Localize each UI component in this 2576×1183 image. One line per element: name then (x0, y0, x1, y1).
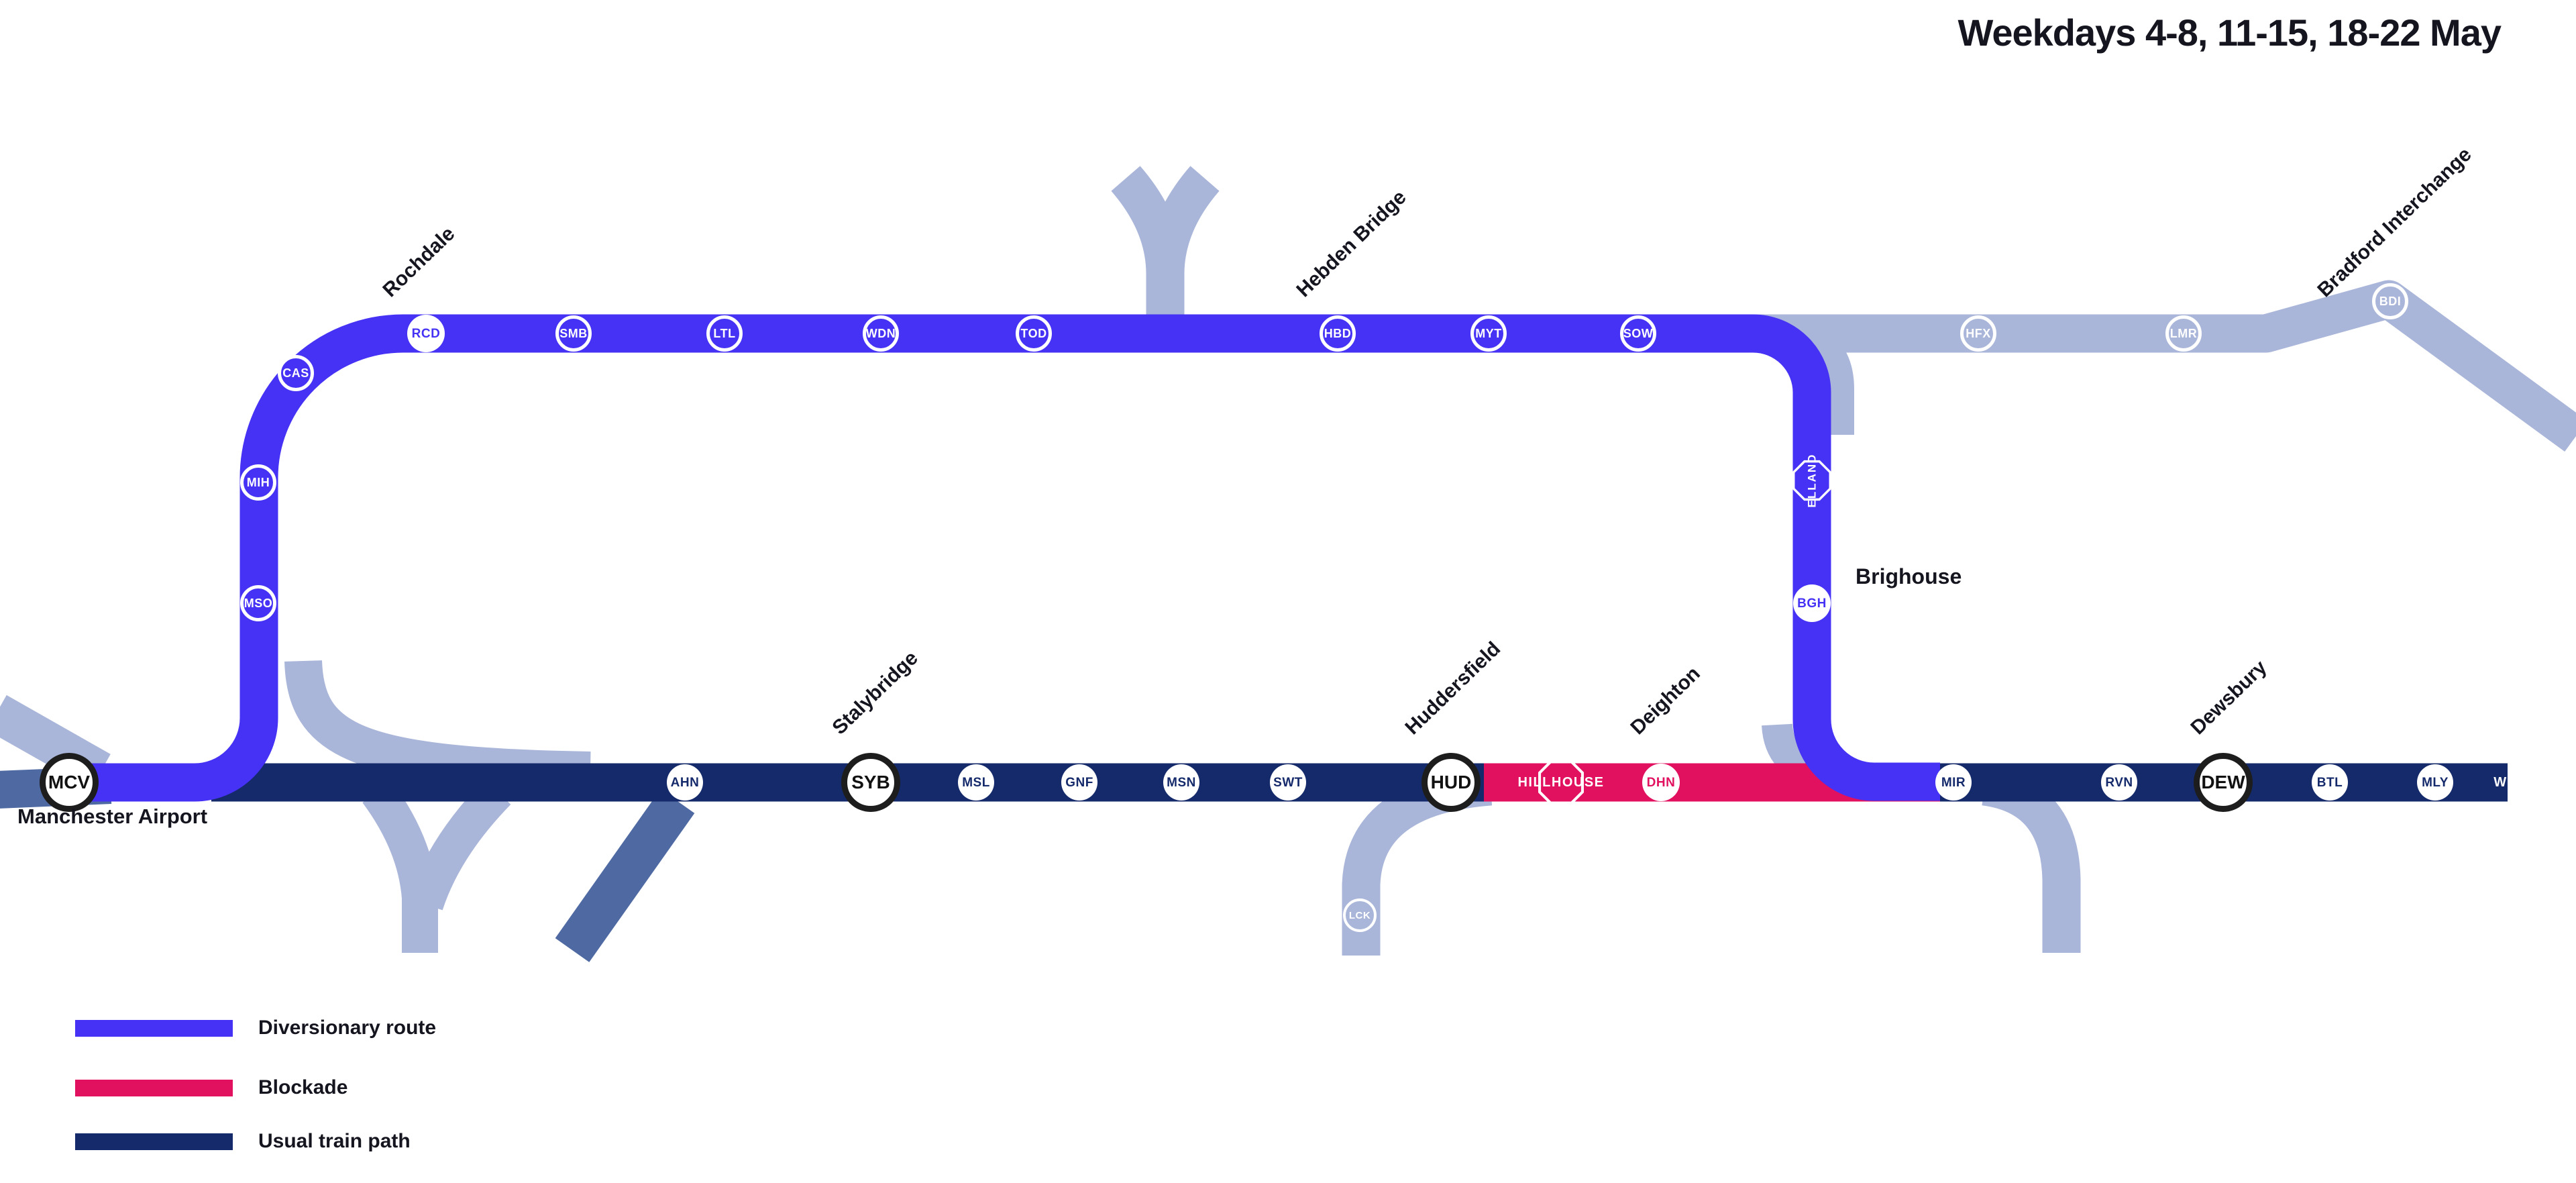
station-code: MIR (1941, 775, 1966, 790)
legend-label-diversionary: Diversionary route (258, 1017, 437, 1039)
station-lmr: LMR (2165, 315, 2202, 352)
station-code: TOD (1020, 327, 1047, 340)
station-code: MSO (244, 597, 273, 610)
legend-swatch-diversionary (75, 1019, 233, 1037)
station-code: MSL (962, 775, 990, 790)
station-code: SOW (1623, 327, 1654, 340)
steel-diagonal-line (555, 789, 695, 962)
station-code: DEW (2201, 772, 2245, 792)
station-code: SWT (1273, 775, 1303, 790)
station-code: BTL (2316, 775, 2343, 790)
station-code: MLY (2422, 775, 2449, 790)
station-code: HUD (1430, 772, 1472, 792)
legend-label-blockade: Blockade (258, 1076, 348, 1098)
station-code: SYB (851, 772, 890, 792)
page-title: Weekdays 4-8, 11-15, 18-22 May (1957, 11, 2502, 54)
station-sow: SOW (1620, 315, 1656, 352)
mirfield-branch (1981, 767, 2081, 953)
station-wdn: WDN (863, 315, 899, 352)
station-code: AHN (670, 775, 700, 790)
legend-label-usual: Usual train path (258, 1130, 411, 1152)
south-fork-right (408, 779, 511, 911)
station-btl: BTL (2312, 764, 2348, 801)
station-code: HFX (1966, 327, 1991, 340)
station-dew: DEW (2194, 753, 2253, 812)
legend-swatch-usual (75, 1133, 233, 1150)
station-code: BGH (1797, 596, 1827, 611)
station-hfx: HFX (1960, 315, 1996, 352)
station-code: HBD (1324, 327, 1352, 340)
legend-item-usual: Usual train path (75, 1130, 411, 1153)
station-swt: SWT (1270, 764, 1306, 801)
station-gnf: GNF (1061, 764, 1097, 801)
station-dhn: DHN (1642, 764, 1680, 801)
station-code: LMR (2169, 327, 2198, 340)
station-cas: CAS (278, 355, 314, 391)
legend-item-diversionary: Diversionary route (75, 1017, 436, 1039)
station-code: MCV (48, 772, 91, 792)
station-hud: HUD (1421, 753, 1481, 812)
station-code: SMB (559, 327, 588, 340)
station-code: MSN (1167, 775, 1196, 790)
station-rcd: RCD (407, 315, 445, 352)
lck-branch (1342, 767, 1493, 956)
station-code: DHN (1646, 775, 1676, 790)
station-code: RVN (2105, 775, 2133, 790)
octagon-outline (1538, 758, 1584, 807)
station-w: W (2493, 776, 2506, 789)
station-bdi: BDI (2372, 283, 2408, 319)
station-mso: MSO (240, 585, 276, 621)
north-branch-right-arm (1146, 166, 1220, 339)
station-mir: MIR (1935, 764, 1972, 801)
south-fork-left (362, 780, 438, 953)
station-syb: SYB (841, 753, 900, 812)
station-code: LTL (713, 327, 736, 340)
station-code: RCD (411, 326, 441, 341)
station-code: HILLHOUSE (1517, 775, 1605, 790)
station-hillhouse: HILLHOUSE (1507, 745, 1615, 819)
station-msl: MSL (958, 764, 994, 801)
station-ltl: LTL (706, 315, 743, 352)
station-code: WDN (865, 327, 896, 340)
place-label-brighouse: Brighouse (1856, 564, 1962, 588)
station-msn: MSN (1163, 764, 1199, 801)
station-code: ELLAND (1805, 453, 1819, 508)
station-ahn: AHN (667, 764, 703, 801)
station-rvn: RVN (2101, 764, 2137, 801)
octagon-icon (1538, 758, 1584, 807)
station-code: BDI (2379, 295, 2402, 308)
station-myt: MYT (1470, 315, 1507, 352)
station-code: LCK (1348, 909, 1371, 921)
octagon-outline (1792, 460, 1831, 501)
station-smb: SMB (555, 315, 592, 352)
station-code: GNF (1065, 775, 1093, 790)
station-mcv: MCV (40, 753, 99, 812)
station-code: MIH (246, 476, 270, 489)
station-tod: TOD (1016, 315, 1052, 352)
octagon-icon (1792, 460, 1831, 501)
place-label-manchester-airport: Manchester Airport (17, 805, 208, 828)
station-elland: ELLAND (1782, 423, 1842, 537)
station-hbd: HBD (1320, 315, 1356, 352)
diversionary-route-line (69, 314, 1940, 802)
station-mih: MIH (240, 464, 276, 501)
station-bgh: BGH (1793, 584, 1831, 622)
mcv-junction-fillet (284, 660, 591, 789)
station-code: CAS (282, 366, 309, 380)
legend-item-blockade: Blockade (75, 1076, 347, 1099)
station-code: W (2493, 775, 2507, 790)
station-lck: LCK (1343, 898, 1377, 932)
station-mly: MLY (2417, 764, 2453, 801)
bradford-interchange-box (2301, 164, 2509, 280)
station-code: MYT (1475, 327, 1502, 340)
legend-swatch-blockade (75, 1079, 233, 1096)
